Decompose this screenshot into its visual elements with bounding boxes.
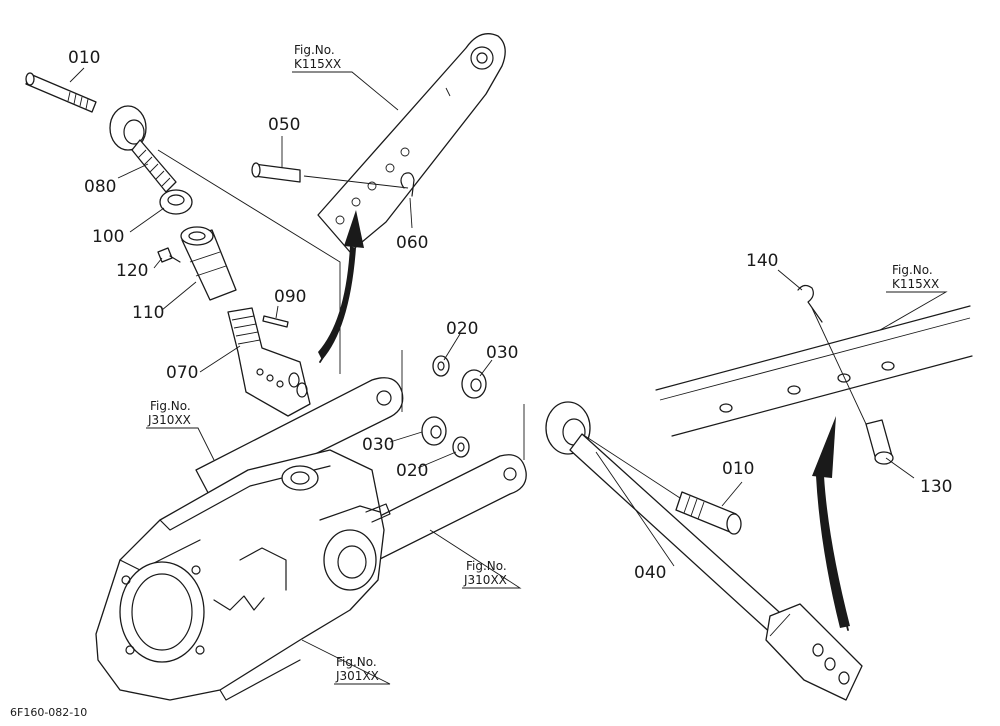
- callout-030-top: 030: [486, 343, 518, 363]
- callout-020-bottom: 020: [396, 461, 428, 481]
- callout-050: 050: [268, 115, 300, 135]
- clip-060: [400, 172, 415, 197]
- upper-link-arm: [317, 33, 506, 253]
- leader-lines: [69, 67, 948, 685]
- figref-j301-prefix: Fig.No.: [336, 655, 377, 669]
- pin-090: [262, 315, 289, 328]
- callout-030-bottom: 030: [362, 435, 394, 455]
- callout-090: 090: [274, 287, 306, 307]
- grease-nipple-120: [157, 247, 181, 263]
- callout-020-top: 020: [446, 319, 478, 339]
- lower-link-040: [545, 401, 863, 701]
- figref-j301-code: J301XX: [335, 669, 379, 683]
- callout-110: 110: [132, 303, 164, 323]
- callout-120: 120: [116, 261, 148, 281]
- ball-joint-080: [109, 105, 177, 193]
- drawing-code: 6F160-082-10: [10, 706, 87, 719]
- figref-j310-mid-code: J310XX: [463, 573, 507, 587]
- hydraulic-housing: [95, 449, 391, 701]
- callout-060: 060: [396, 233, 428, 253]
- alignment-lines: [157, 149, 867, 499]
- arrow-right: [812, 416, 850, 631]
- sleeve-110: [180, 226, 237, 301]
- clip-140: [797, 284, 823, 323]
- callout-130: 130: [920, 477, 952, 497]
- pin-010-right: [675, 491, 742, 535]
- callout-100: 100: [92, 227, 124, 247]
- arrow-upper: [318, 210, 364, 363]
- figref-j310-left-code: J310XX: [147, 413, 191, 427]
- figref-k115-right-prefix: Fig.No.: [892, 263, 933, 277]
- fork-070: [227, 307, 311, 417]
- figure-references: Fig.No. K115XX Fig.No. K115XX Fig.No. J3…: [147, 43, 939, 683]
- callout-080: 080: [84, 177, 116, 197]
- pin-130: [865, 419, 894, 465]
- ring-100: [159, 189, 193, 215]
- figref-j310-mid-prefix: Fig.No.: [466, 559, 507, 573]
- callout-140: 140: [746, 251, 778, 271]
- figref-k115-top-prefix: Fig.No.: [294, 43, 335, 57]
- callout-010-right: 010: [722, 459, 754, 479]
- frame-member: [655, 305, 973, 437]
- callout-070: 070: [166, 363, 198, 383]
- callout-010-top: 010: [68, 48, 100, 68]
- figref-k115-right-code: K115XX: [892, 277, 939, 291]
- figref-j310-left-prefix: Fig.No.: [150, 399, 191, 413]
- pin-010-top: [25, 72, 97, 113]
- clevis-pin-050: [251, 162, 301, 183]
- callout-040: 040: [634, 563, 666, 583]
- figref-k115-top-code: K115XX: [294, 57, 341, 71]
- washers-020-030: [421, 355, 487, 458]
- callout-labels: 010 080 100 120 110 090 070 050 060 020 …: [68, 48, 952, 583]
